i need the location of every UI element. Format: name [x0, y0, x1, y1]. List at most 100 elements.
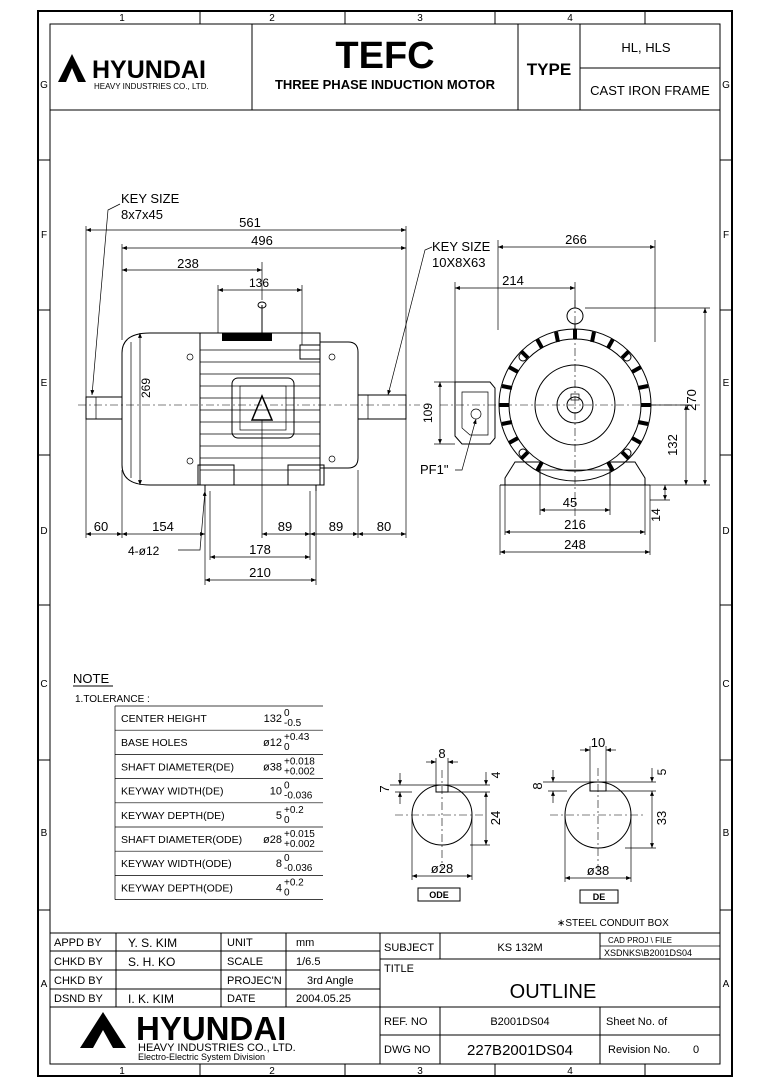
tolerance-value: 8 [276, 858, 282, 870]
row-label: C [722, 679, 729, 690]
field-label: REF. NO [384, 1016, 428, 1028]
tolerance-label: KEYWAY WIDTH(DE) [121, 786, 223, 798]
field-value: 2004.05.25 [296, 993, 351, 1005]
field-value: KS 132M [497, 942, 542, 954]
row-label: B [723, 828, 730, 839]
dim-text: 214 [502, 273, 524, 288]
field-label: DATE [227, 993, 256, 1005]
drawing-frame [37, 10, 733, 1077]
foot [609, 461, 646, 486]
motor-body [199, 332, 321, 486]
tolerance-value: ø28 [263, 834, 282, 846]
brand-division: Electro-Electric System Division [138, 1052, 265, 1062]
col-label: 4 [567, 13, 573, 24]
col-label: 3 [417, 13, 423, 24]
row-label: C [40, 679, 47, 690]
row-label: E [723, 378, 730, 389]
shaft-de [357, 394, 407, 420]
dim-text: 561 [239, 215, 261, 230]
dim-text: 24 [488, 811, 503, 825]
tolerance-label: KEYWAY WIDTH(ODE) [121, 858, 232, 870]
col-label: 1 [119, 13, 125, 24]
field-label: SCALE [227, 956, 263, 968]
dim-text: 45 [563, 495, 577, 510]
field-value: Y. S. KIM [128, 936, 177, 950]
tolerance-lower: 0 [284, 815, 290, 826]
brand-name: HYUNDAI [92, 56, 206, 84]
field-value: 1/6.5 [296, 956, 320, 968]
tolerance-lower: -0.036 [284, 863, 313, 874]
brand-name: HYUNDAI [136, 1010, 286, 1047]
tolerance-upper: +0.2 [284, 805, 304, 816]
dim-text: 7 [377, 785, 392, 792]
tolerance-label: BASE HOLES [121, 737, 188, 749]
col-label: 4 [567, 1066, 573, 1077]
tolerance-value: ø12 [263, 737, 282, 749]
conduit-box-note: ∗STEEL CONDUIT BOX [557, 918, 669, 929]
dim-text: 4 [489, 771, 503, 778]
tolerance-label: KEYWAY DEPTH(DE) [121, 810, 225, 822]
foot [287, 464, 325, 486]
dim-text: 60 [94, 519, 108, 534]
field-label: CHKD BY [54, 975, 104, 987]
base-holes-label: 4-ø12 [128, 544, 160, 558]
row-label: G [722, 80, 730, 91]
drawing-title: TEFC [335, 35, 434, 77]
row-label: A [41, 979, 48, 990]
hyundai-logo-large-icon [80, 1012, 126, 1048]
dim-text: 80 [377, 519, 391, 534]
dim-text: 269 [139, 378, 153, 398]
shaft-tag: ODE [429, 890, 449, 900]
drawing-subtitle: THREE PHASE INDUCTION MOTOR [275, 77, 496, 92]
foot [197, 464, 235, 486]
row-label: F [723, 230, 729, 241]
conduit-box [454, 381, 496, 445]
dim-text: 89 [278, 519, 292, 534]
field-value: B2001DS04 [490, 1016, 549, 1028]
dim-text: 216 [564, 517, 586, 532]
dim-text: 496 [251, 233, 273, 248]
dim-text: 5 [655, 768, 669, 775]
field-label: Sheet No. of [606, 1016, 668, 1028]
tolerance-upper: +0.018 [284, 756, 315, 767]
tolerance-label: KEYWAY DEPTH(ODE) [121, 882, 233, 894]
field-label: PROJEC'N [227, 975, 282, 987]
side-view [78, 301, 420, 491]
shaft-end [556, 386, 594, 424]
fan-cover [121, 332, 201, 486]
field-label: DWG NO [384, 1044, 431, 1056]
dim-text: 154 [152, 519, 174, 534]
tolerance-upper: 0 [284, 708, 290, 719]
dim-text: 210 [249, 565, 271, 580]
dim-text: 178 [249, 542, 271, 557]
tolerance-label: SHAFT DIAMETER(ODE) [121, 834, 242, 846]
title-block: APPD BY Y. S. KIM CHKD BY S. H. KO CHKD … [50, 932, 720, 1064]
dim-text: 132 [665, 434, 680, 456]
tolerance-label: CENTER HEIGHT [121, 713, 207, 725]
key-size-label: KEY SIZE [121, 191, 180, 206]
row-label: G [40, 80, 48, 91]
field-label: UNIT [227, 937, 253, 949]
col-label: 3 [417, 1066, 423, 1077]
tolerance-value: 5 [276, 810, 282, 822]
drawing-name: OUTLINE [510, 981, 597, 1003]
tolerance-value: 132 [264, 713, 282, 725]
field-value: S. H. KO [128, 955, 175, 969]
dim-text: 10 [591, 735, 605, 750]
type-label: TYPE [527, 60, 571, 79]
tolerance-upper: 0 [284, 853, 290, 864]
type-value: HL, HLS [621, 40, 670, 55]
key-size-label: KEY SIZE [432, 239, 491, 254]
frame-type: CAST IRON FRAME [590, 83, 710, 98]
tolerance-label: 1.TOLERANCE : [75, 694, 150, 705]
dim-text: 33 [654, 811, 669, 825]
tolerance-value: ø38 [263, 761, 282, 773]
field-label: Revision No. [608, 1044, 670, 1056]
side-view-dimensions: KEY SIZE 8x7x45 561 496 238 136 269 [85, 191, 407, 585]
col-label: 2 [269, 13, 275, 24]
field-label: CHKD BY [54, 956, 104, 968]
shaft-de-detail: 10 5 33 8 ø38 DE [530, 735, 669, 904]
field-label: SUBJECT [384, 942, 434, 954]
